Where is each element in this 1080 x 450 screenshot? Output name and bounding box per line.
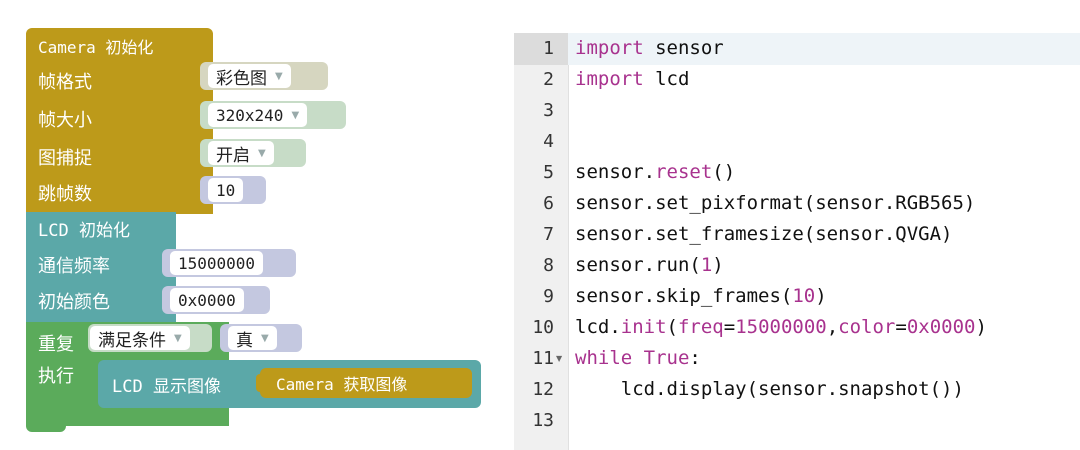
frame-format-label: 帧格式: [38, 72, 92, 93]
frame-size-value: 320x240: [216, 105, 284, 125]
fold-arrow-icon[interactable]: ▼: [556, 354, 563, 363]
init-color-label: 初始颜色: [38, 292, 110, 313]
capture-label: 图捕捉: [38, 148, 92, 169]
line-number: 1: [543, 38, 554, 59]
line-number-gutter: [514, 33, 569, 450]
code-line[interactable]: import lcd: [575, 68, 690, 90]
init-color-input[interactable]: 0x0000: [170, 288, 244, 312]
line-number: 9: [543, 286, 554, 307]
active-line-gutter: [514, 33, 568, 65]
line-number: 13: [532, 410, 554, 431]
loop-bottom-tab: [26, 418, 66, 432]
frame-format-slot[interactable]: 彩色图 ▼: [200, 62, 328, 90]
chevron-down-icon: ▼: [275, 70, 283, 82]
code-line[interactable]: while True:: [575, 347, 701, 369]
camera-init-block[interactable]: Camera 初始化 帧格式 帧大小 图捕捉 跳帧数: [26, 28, 213, 214]
code-line[interactable]: sensor.run(1): [575, 254, 724, 276]
capture-dropdown[interactable]: 开启 ▼: [208, 141, 274, 166]
condition-mode-slot[interactable]: 满足条件 ▼: [88, 324, 212, 352]
init-color-slot[interactable]: 0x0000: [162, 286, 270, 314]
line-number: 10: [532, 317, 554, 338]
skip-frames-value: 10: [216, 180, 236, 200]
lcd-display-block[interactable]: LCD 显示图像 Camera 获取图像: [98, 360, 481, 408]
code-line[interactable]: sensor.skip_frames(10): [575, 285, 827, 307]
code-editor[interactable]: 1 2 3 4 5 6 7 8 9 10 11 ▼ 12 13 import s…: [514, 33, 1080, 450]
chevron-down-icon: ▼: [261, 332, 269, 344]
condition-value-dropdown[interactable]: 真 ▼: [228, 326, 277, 351]
skip-frames-input[interactable]: 10: [208, 178, 244, 202]
lcd-init-title: LCD 初始化: [38, 221, 130, 241]
frame-format-dropdown[interactable]: 彩色图 ▼: [208, 64, 291, 89]
active-line-highlight: [568, 33, 1080, 65]
code-line[interactable]: lcd.init(freq=15000000,color=0x0000): [575, 316, 987, 338]
condition-mode-value: 满足条件: [98, 330, 166, 351]
line-number: 6: [543, 193, 554, 214]
code-line[interactable]: sensor.set_pixformat(sensor.RGB565): [575, 192, 976, 214]
repeat-label: 重复: [38, 334, 74, 355]
line-number: 7: [543, 224, 554, 245]
code-line[interactable]: sensor.set_framesize(sensor.QVGA): [575, 223, 953, 245]
skip-frames-slot[interactable]: 10: [200, 176, 266, 204]
line-number: 2: [543, 69, 554, 90]
frequency-input[interactable]: 15000000: [170, 251, 264, 275]
frequency-value: 15000000: [178, 253, 256, 273]
code-line[interactable]: sensor.reset(): [575, 161, 736, 183]
code-line[interactable]: lcd.display(sensor.snapshot()): [575, 378, 964, 400]
frame-size-dropdown[interactable]: 320x240 ▼: [208, 103, 308, 127]
frequency-label: 通信频率: [38, 256, 110, 277]
line-number: 12: [532, 379, 554, 400]
frame-size-label: 帧大小: [38, 110, 92, 131]
chevron-down-icon: ▼: [258, 147, 266, 159]
do-label: 执行: [38, 366, 74, 387]
line-number: 4: [543, 131, 554, 152]
chevron-down-icon: ▼: [174, 332, 182, 344]
condition-value: 真: [236, 330, 253, 351]
frequency-slot[interactable]: 15000000: [162, 249, 296, 277]
lcd-display-label: LCD 显示图像: [112, 377, 221, 397]
capture-value: 开启: [216, 145, 250, 166]
init-color-value: 0x0000: [178, 290, 236, 310]
condition-mode-dropdown[interactable]: 满足条件 ▼: [90, 326, 190, 351]
frame-format-value: 彩色图: [216, 68, 267, 89]
line-number: 11: [532, 348, 554, 369]
camera-get-image-label: Camera 获取图像: [276, 375, 408, 394]
camera-get-image-block[interactable]: Camera 获取图像: [260, 368, 472, 398]
condition-value-slot[interactable]: 真 ▼: [220, 324, 302, 352]
code-line[interactable]: import sensor: [575, 37, 724, 59]
chevron-down-icon: ▼: [291, 109, 300, 121]
skip-frames-label: 跳帧数: [38, 184, 92, 205]
line-number: 8: [543, 255, 554, 276]
lcd-init-block[interactable]: LCD 初始化 通信频率 初始颜色: [26, 212, 176, 325]
line-number: 3: [543, 100, 554, 121]
line-number: 5: [543, 162, 554, 183]
capture-slot[interactable]: 开启 ▼: [200, 139, 306, 167]
camera-init-title: Camera 初始化: [38, 38, 154, 57]
frame-size-slot[interactable]: 320x240 ▼: [200, 101, 346, 129]
